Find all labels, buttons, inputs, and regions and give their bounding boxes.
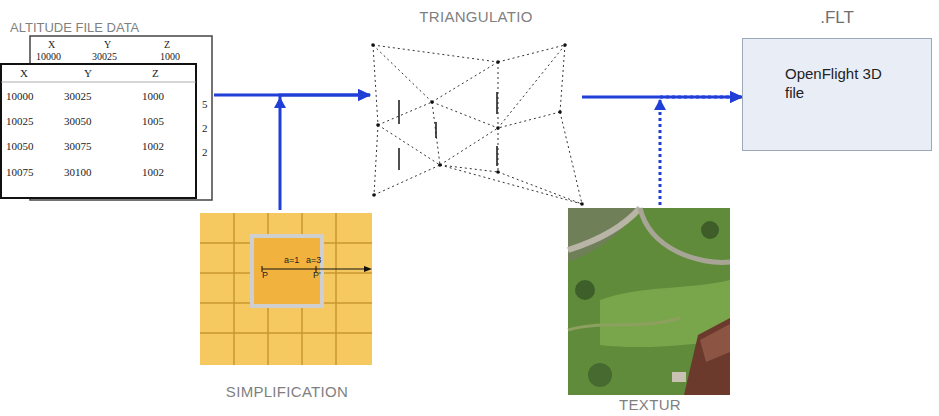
table-cell: Z [164,39,170,50]
section-caption: .FLT [820,8,854,28]
table-cell: 30075 [64,140,92,152]
grid-label: a=1 [284,256,299,266]
flow-arrow [280,95,370,210]
file-box: OpenFlight 3D file [742,38,932,151]
front-table [1,64,196,198]
simplification-grid [200,213,372,365]
mesh-marks [399,92,497,170]
table-cell: 2 [202,146,208,158]
table-cell: X [48,39,55,50]
table-cell: 10075 [6,166,34,178]
section-caption: TEXTUR [613,396,687,413]
table-cell: 10000 [36,51,61,62]
grid-label: a=3 [306,256,321,266]
grid-label: P [262,271,268,281]
table-cell: 1000 [142,90,164,102]
table-cell: X [20,67,28,79]
section-caption: ALTITUDE FILE DATA [10,20,139,35]
section-caption: TRIANGULATIO [419,8,532,25]
table-cell: 30025 [64,90,92,102]
table-cell: 10025 [6,115,34,127]
table-cell: 5 [202,98,208,110]
table-cell: Y [104,39,111,50]
table-cell: 30025 [92,51,117,62]
table-cell: 30050 [64,115,92,127]
table-cell: 2 [202,122,208,134]
file-label: OpenFlight 3D file [785,65,885,103]
mesh-dots [371,43,584,206]
grid-label: P' [313,271,321,281]
table-cell: 1002 [142,166,164,178]
flow-arrow [660,97,742,205]
texture-node: TEXTUR [566,205,734,414]
simplification-node: SIMPLIFICATION [198,210,376,402]
table-cell: 10000 [6,90,34,102]
table-cell: 30100 [64,166,92,178]
triangulation-node: TRIANGULATIO [370,6,582,208]
table-cell: 1002 [142,140,164,152]
table-cell: 1005 [142,115,164,127]
triangulation-mesh [373,45,582,204]
table-cell: Z [152,67,159,79]
junction-arrowheads [274,97,666,110]
table-cell: 10050 [6,140,34,152]
table-cell: 1000 [160,51,180,62]
section-caption: SIMPLIFICATION [226,383,348,400]
aerial-photo [568,208,730,395]
openflight-node: .FLT OpenFlight 3D file [742,6,932,160]
table-cell: Y [84,67,92,79]
